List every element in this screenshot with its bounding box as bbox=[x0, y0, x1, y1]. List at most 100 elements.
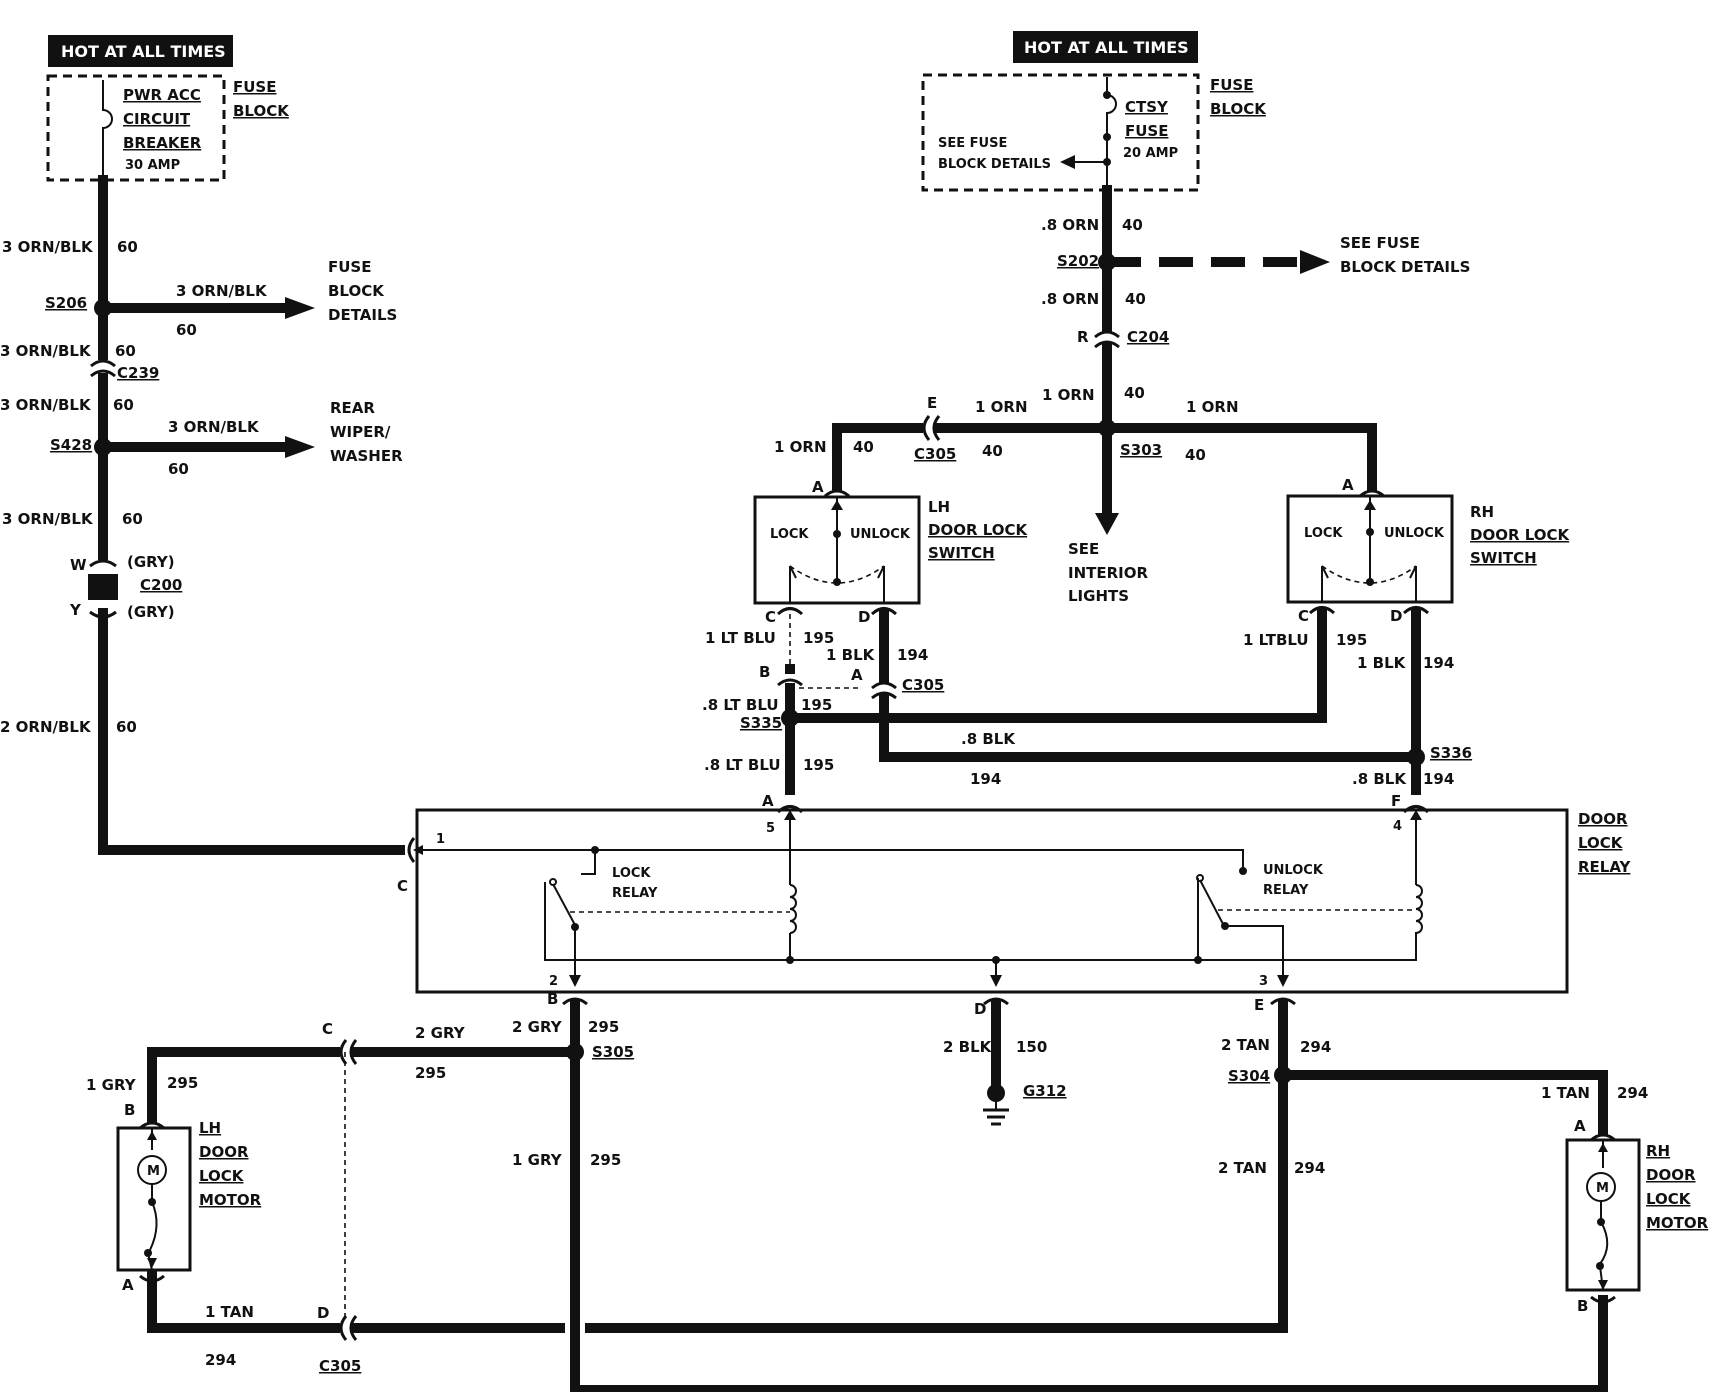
circuit-label: 195 bbox=[801, 696, 832, 714]
circuit-label: 60 bbox=[122, 510, 143, 528]
right-fuse-block-label-2: BLOCK bbox=[1210, 100, 1267, 118]
lock-relay-2: RELAY bbox=[612, 886, 658, 901]
circuit-label: 60 bbox=[113, 396, 134, 414]
wire-label: 2 ORN/BLK bbox=[0, 718, 92, 736]
rh-motor-label-2: DOOR bbox=[1646, 1166, 1696, 1184]
right-hot-badge: HOT AT ALL TIMES bbox=[1013, 31, 1198, 63]
wire-label: 1 ORN bbox=[1186, 398, 1239, 416]
circuit-label: 194 bbox=[970, 770, 1001, 788]
circuit-label: 194 bbox=[897, 646, 928, 664]
lh-motor-label-3: LOCK bbox=[199, 1167, 245, 1185]
pin-w: W bbox=[70, 556, 87, 574]
circuit-label: 40 bbox=[1125, 290, 1146, 308]
pin-a: A bbox=[1342, 476, 1354, 494]
circuit-label: 40 bbox=[1185, 446, 1206, 464]
wire-label: 1 TAN bbox=[205, 1303, 254, 1321]
wire-label: 3 ORN/BLK bbox=[0, 396, 92, 414]
circuit-label: 295 bbox=[590, 1151, 621, 1169]
wire-label: 3 ORN/BLK bbox=[2, 238, 94, 256]
circuit-label: 294 bbox=[1617, 1084, 1648, 1102]
lh-motor-label-4: MOTOR bbox=[199, 1191, 262, 1209]
splice-s336: S336 bbox=[1430, 744, 1472, 762]
circuit-label: 295 bbox=[415, 1064, 446, 1082]
pin-a: A bbox=[122, 1276, 134, 1294]
pin-d: D bbox=[1390, 607, 1402, 625]
wire-label: .8 BLK bbox=[961, 730, 1016, 748]
rh-motor-m: M bbox=[1596, 1181, 1609, 1196]
terminal-2: 2 bbox=[549, 974, 558, 989]
breaker-label-1: PWR ACC bbox=[123, 86, 201, 104]
lower-wiring bbox=[147, 997, 1608, 1392]
rear-wiper-2: WIPER/ bbox=[330, 423, 391, 441]
wire-label: 3 ORN/BLK bbox=[168, 418, 260, 436]
left-fuse-block: PWR ACC CIRCUIT BREAKER 30 AMP bbox=[46, 74, 226, 182]
circuit-label: 294 bbox=[1294, 1159, 1325, 1177]
circuit-label: 150 bbox=[1016, 1038, 1047, 1056]
unlock-relay-2: RELAY bbox=[1263, 883, 1309, 898]
splice-s304: S304 bbox=[1228, 1067, 1270, 1085]
pin-y: Y bbox=[69, 601, 82, 619]
lh-switch-label-1: LH bbox=[928, 498, 950, 516]
lh-door-lock-switch: LOCK UNLOCK bbox=[753, 489, 921, 616]
pin-a: A bbox=[1574, 1117, 1586, 1135]
circuit-label: 60 bbox=[168, 460, 189, 478]
wire-label: 1 ORN bbox=[774, 438, 827, 456]
see-interior-2: INTERIOR bbox=[1068, 564, 1148, 582]
wire-label: 3 ORN/BLK bbox=[2, 510, 94, 528]
pin-c: C bbox=[1298, 607, 1309, 625]
rh-switch-lock: LOCK bbox=[1304, 526, 1343, 541]
lh-switch-lock: LOCK bbox=[770, 527, 809, 542]
pin-a: A bbox=[812, 478, 824, 496]
c200-gry-bot: (GRY) bbox=[127, 603, 175, 621]
connector-c305: C305 bbox=[319, 1357, 361, 1375]
terminal-1: 1 bbox=[436, 832, 445, 847]
fuse-block-details-2: BLOCK bbox=[328, 282, 385, 300]
rear-wiper-1: REAR bbox=[330, 399, 375, 417]
circuit-label: 40 bbox=[1124, 384, 1145, 402]
wire-label: 2 TAN bbox=[1221, 1036, 1270, 1054]
rh-switch-label-1: RH bbox=[1470, 503, 1494, 521]
terminal-3: 3 bbox=[1259, 974, 1268, 989]
wire-label: 1 ORN bbox=[1042, 386, 1095, 404]
lh-motor-label-1: LH bbox=[199, 1119, 221, 1137]
pin-e: E bbox=[927, 394, 937, 412]
pin-d: D bbox=[858, 608, 870, 626]
wire-label: .8 BLK bbox=[1352, 770, 1407, 788]
wire-label: 1 GRY bbox=[512, 1151, 563, 1169]
pin-b: B bbox=[124, 1101, 135, 1119]
circuit-label: 60 bbox=[176, 321, 197, 339]
circuit-label: 60 bbox=[116, 718, 137, 736]
rear-wiper-3: WASHER bbox=[330, 447, 403, 465]
lh-switch-label-3: SWITCH bbox=[928, 544, 995, 562]
wire-label: 1 TAN bbox=[1541, 1084, 1590, 1102]
splice-s202: S202 bbox=[1057, 252, 1099, 270]
left-fuse-block-label-1: FUSE bbox=[233, 78, 276, 96]
see-fuse-1: SEE FUSE bbox=[938, 136, 1007, 151]
wire-label: 2 BLK bbox=[943, 1038, 993, 1056]
see-fuse-2: BLOCK DETAILS bbox=[938, 157, 1051, 172]
circuit-label: 40 bbox=[1122, 216, 1143, 234]
fuse-rating: 20 AMP bbox=[1123, 146, 1178, 161]
pin-f: F bbox=[1391, 792, 1401, 810]
circuit-label: 194 bbox=[1423, 654, 1454, 672]
pin-a: A bbox=[851, 666, 863, 684]
circuit-label: 195 bbox=[803, 756, 834, 774]
terminal-4: 4 bbox=[1393, 819, 1402, 834]
wire-label: .8 ORN bbox=[1041, 216, 1099, 234]
circuit-label: 40 bbox=[982, 442, 1003, 460]
breaker-rating: 30 AMP bbox=[125, 158, 180, 173]
pin-a: A bbox=[762, 792, 774, 810]
right-hot-badge-text: HOT AT ALL TIMES bbox=[1024, 38, 1189, 57]
wire-label: 1 BLK bbox=[826, 646, 876, 664]
circuit-label: 295 bbox=[167, 1074, 198, 1092]
pin-b: B bbox=[759, 663, 770, 681]
connector-c305: C305 bbox=[914, 445, 956, 463]
rh-door-lock-switch: LOCK UNLOCK bbox=[1286, 489, 1454, 615]
splice-s303: S303 bbox=[1120, 441, 1162, 459]
connector-c305: C305 bbox=[902, 676, 944, 694]
unlock-relay-1: UNLOCK bbox=[1263, 863, 1324, 878]
rh-switch-label-2: DOOR LOCK bbox=[1470, 526, 1571, 544]
lh-motor-label-2: DOOR bbox=[199, 1143, 249, 1161]
rh-switch-unlock: UNLOCK bbox=[1384, 526, 1445, 541]
rh-switch-wires bbox=[885, 608, 1425, 795]
